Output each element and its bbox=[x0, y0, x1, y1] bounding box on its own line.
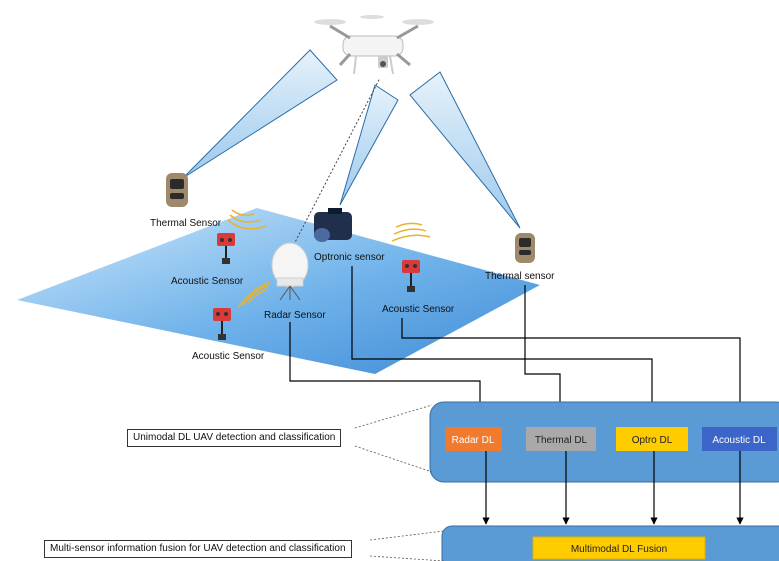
dl-block-acoustic-label: Acoustic DL bbox=[712, 435, 766, 446]
radar-dome-icon bbox=[271, 242, 309, 301]
unimodal-note: Unimodal DL UAV detection and classifica… bbox=[127, 429, 342, 447]
multimodal-fusion-block[interactable]: Multimodal DL Fusion bbox=[532, 536, 706, 560]
fusion-leader-bottom bbox=[369, 555, 445, 561]
dl-block-radar-label: Radar DL bbox=[452, 435, 495, 446]
dl-block-thermal-label: Thermal DL bbox=[535, 435, 588, 446]
sound-wave-icon bbox=[237, 281, 271, 309]
acoustic-sensor-left-icon bbox=[217, 233, 235, 264]
thermal-sensor-right-label: Thermal sensor bbox=[485, 271, 555, 282]
acoustic-connector bbox=[401, 318, 744, 422]
optronic-sensor-label: Optronic sensor bbox=[314, 252, 385, 263]
radar-sensor-label: Radar Sensor bbox=[264, 310, 326, 321]
dl-block-thermal[interactable]: Thermal DL bbox=[526, 427, 596, 451]
sound-wave-icon bbox=[391, 222, 431, 242]
fusion-note: Multi-sensor information fusion for UAV … bbox=[44, 540, 352, 558]
multimodal-fusion-label: Multimodal DL Fusion bbox=[571, 544, 667, 555]
optronic-connector bbox=[351, 266, 656, 422]
beam-optronic bbox=[339, 84, 399, 206]
beam-radar-dotted bbox=[289, 77, 381, 253]
beam-thermal-right bbox=[409, 71, 521, 229]
ground-plane bbox=[17, 208, 540, 374]
unimodal-leader-bottom bbox=[354, 445, 433, 473]
acoustic-sensor-bottom-label: Acoustic Sensor bbox=[192, 351, 265, 362]
dl-block-optro-label: Optro DL bbox=[632, 435, 673, 446]
dl-block-acoustic[interactable]: Acoustic DL bbox=[702, 427, 777, 451]
beam-thermal-left bbox=[182, 49, 338, 179]
dl-block-optro[interactable]: Optro DL bbox=[616, 427, 688, 451]
optronic-camera-icon bbox=[314, 208, 352, 242]
radar-connector bbox=[289, 322, 484, 422]
acoustic-sensor-middle-label: Acoustic Sensor bbox=[382, 304, 455, 315]
thermal-connector bbox=[524, 285, 564, 422]
drone-icon bbox=[314, 15, 434, 75]
unimodal-panel bbox=[429, 401, 779, 483]
acoustic-sensor-left-label: Acoustic Sensor bbox=[171, 276, 244, 287]
thermal-camera-icon bbox=[166, 173, 188, 207]
acoustic-sensor-middle-icon bbox=[402, 260, 420, 292]
fusion-leader-top bbox=[369, 530, 445, 541]
thermal-camera-icon bbox=[515, 233, 535, 263]
acoustic-sensor-bottom-icon bbox=[213, 308, 231, 340]
sound-wave-icon bbox=[227, 209, 267, 230]
dl-block-radar[interactable]: Radar DL bbox=[445, 427, 502, 451]
unimodal-leader-top bbox=[354, 404, 433, 429]
thermal-sensor-left-label: Thermal Sensor bbox=[150, 218, 222, 229]
